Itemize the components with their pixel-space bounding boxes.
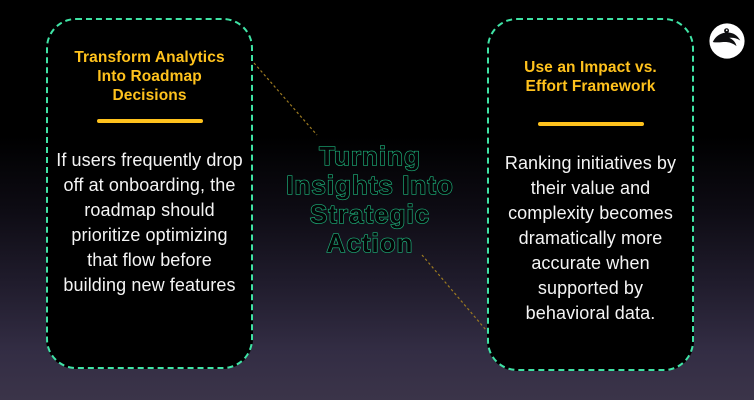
card-right-divider (537, 122, 644, 126)
main-title: Turning Insights Into Strategic Action (277, 141, 463, 258)
brand-logo-icon (709, 23, 745, 59)
main-title-line-2: Insights Into (286, 170, 454, 200)
card-left-body: If users frequently drop off at onboardi… (56, 150, 243, 295)
card-left-heading: Transform Analytics Into Roadmap Decisio… (74, 49, 225, 104)
connector-line-left (253, 62, 318, 136)
card-left: Transform Analytics Into Roadmap Decisio… (46, 18, 253, 369)
main-title-line-3: Strategic (309, 199, 431, 229)
connector-line-right (421, 254, 487, 331)
main-title-line-1: Turning (318, 141, 421, 171)
card-left-divider (96, 119, 203, 123)
card-right: Use an Impact vs. Effort Framework Ranki… (487, 18, 694, 371)
card-right-body: Ranking initiatives by their value and c… (504, 153, 677, 323)
main-title-line-4: Action (326, 228, 414, 258)
card-right-heading: Use an Impact vs. Effort Framework (524, 59, 657, 95)
